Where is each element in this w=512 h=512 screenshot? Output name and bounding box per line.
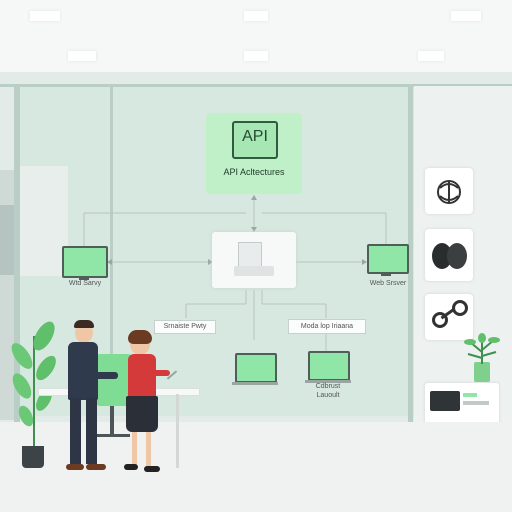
right-label: Web Srsver xyxy=(369,280,407,287)
plant-right-icon xyxy=(464,333,500,364)
man-hair xyxy=(74,320,94,328)
laptop-base xyxy=(232,382,278,385)
bottom-label-1: Cdbrust xyxy=(315,383,341,390)
left-label: Wtd Sarvy xyxy=(68,280,102,287)
device-bar xyxy=(463,393,477,397)
ceiling-light xyxy=(244,51,268,61)
laptop-icon xyxy=(308,351,350,381)
mid-right-label: Moda lop Iriaana xyxy=(288,319,366,334)
woman-leg xyxy=(146,432,151,466)
api-hub-subtitle: API Acltectures xyxy=(223,167,285,177)
chair-base xyxy=(96,434,130,437)
mid-left-label: Srnaiste Pwty xyxy=(154,320,216,334)
man-leg xyxy=(86,398,97,464)
printer-icon xyxy=(234,266,274,276)
disk-icon xyxy=(447,243,467,269)
partition-post xyxy=(110,86,113,416)
man-shoe xyxy=(86,464,106,470)
monitor-right-icon xyxy=(367,244,409,274)
ceiling-light xyxy=(451,11,481,21)
api-chip-icon xyxy=(232,121,278,159)
document-icon xyxy=(238,242,262,268)
device-bar xyxy=(463,401,489,405)
man-arm xyxy=(92,372,118,379)
partition-frame xyxy=(0,84,512,87)
floor xyxy=(0,422,512,512)
man-shoe xyxy=(66,464,84,470)
woman-skirt xyxy=(126,396,158,432)
desk-leg xyxy=(176,394,179,468)
monitor-left-stand xyxy=(79,277,89,280)
wall-panel xyxy=(20,166,68,276)
woman-shoe xyxy=(144,466,160,472)
laptop-icon xyxy=(235,353,277,383)
partition-post xyxy=(408,86,413,422)
plant-pot-right xyxy=(474,362,490,382)
woman-hair xyxy=(128,330,152,344)
monitor-right-stand xyxy=(381,273,391,276)
woman-leg xyxy=(132,432,137,466)
woman-arm xyxy=(150,370,170,376)
laptop-base xyxy=(305,380,351,383)
bottom-label-2: Lauoult xyxy=(316,392,340,399)
ceiling-light xyxy=(68,51,96,61)
chair-post xyxy=(110,406,114,436)
partition-post xyxy=(14,86,20,422)
man-leg xyxy=(70,398,81,464)
api-hub-title: API xyxy=(242,128,268,145)
brain-network-icon xyxy=(437,180,461,204)
ceiling-light xyxy=(30,11,60,21)
ceiling-light xyxy=(418,51,444,61)
man-head xyxy=(75,323,93,343)
gear-icon xyxy=(432,312,448,328)
woman-shoe xyxy=(124,464,138,470)
device-screen-icon xyxy=(430,391,460,411)
man-body xyxy=(68,342,98,400)
plant-pot-left xyxy=(22,446,44,468)
monitor-left-icon xyxy=(62,246,108,278)
plant-left-icon xyxy=(11,321,56,446)
woman-top xyxy=(128,354,156,398)
side-window xyxy=(0,205,14,275)
ceiling-light xyxy=(244,11,268,21)
